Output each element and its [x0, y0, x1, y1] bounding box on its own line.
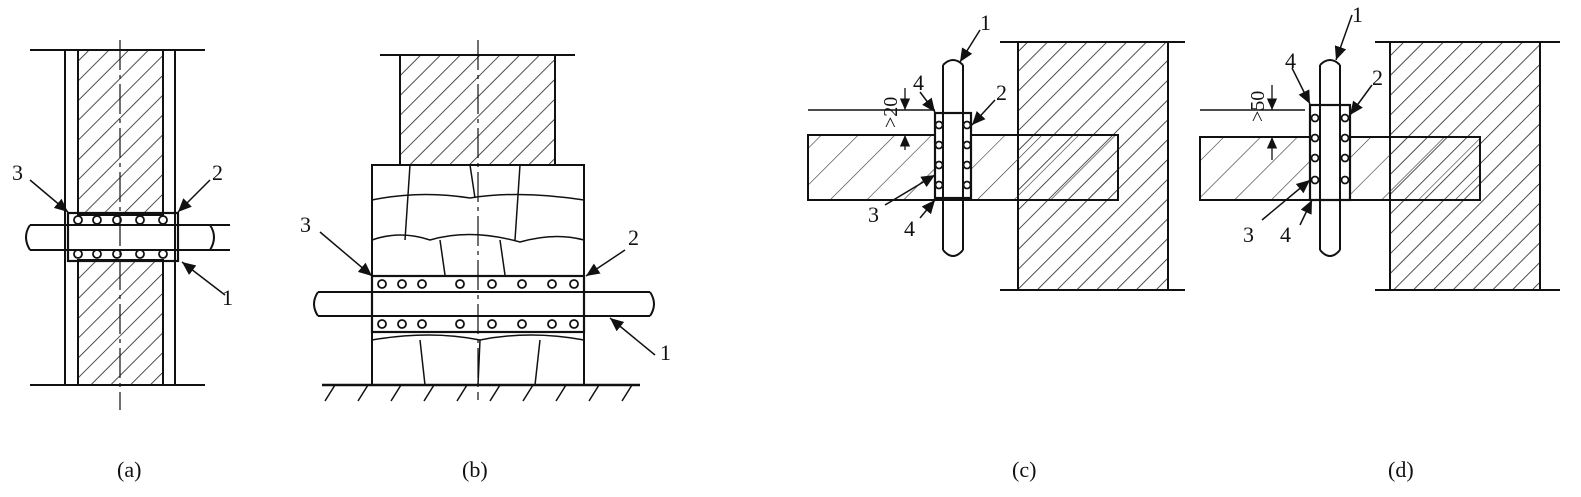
- panel-c-caption: (c): [1012, 457, 1036, 482]
- panel-b-drawing: [313, 40, 656, 402]
- panel-c-label-4-top: 4: [913, 70, 924, 95]
- panel-b-label-1: 1: [660, 340, 671, 365]
- panel-c-label-2: 2: [996, 80, 1007, 105]
- panel-a-label-2: 2: [212, 160, 223, 185]
- panel-d-label-1: 1: [1352, 2, 1363, 27]
- panel-a-label-1: 1: [222, 285, 233, 310]
- panel-a-drawing: [25, 40, 230, 410]
- panel-d-label-4-top: 4: [1285, 48, 1296, 73]
- panel-d-drawing: [1199, 14, 1560, 291]
- panel-d-caption: (d): [1388, 457, 1414, 482]
- panel-b-label-3: 3: [300, 212, 311, 237]
- panel-d-label-3: 3: [1243, 222, 1254, 247]
- panel-c-label-4-bottom: 4: [904, 216, 915, 241]
- panel-c-dimension: >20: [880, 97, 902, 128]
- panel-b-label-2: 2: [628, 225, 639, 250]
- panel-d-dimension: >50: [1247, 91, 1269, 122]
- panel-a-label-3: 3: [12, 160, 23, 185]
- panel-c-drawing: [807, 29, 1185, 291]
- panel-c-label-1: 1: [980, 10, 991, 35]
- panel-d-label-2: 2: [1372, 65, 1383, 90]
- panel-b-caption: (b): [462, 457, 488, 482]
- panel-d-label-4-bottom: 4: [1280, 222, 1291, 247]
- panel-a-caption: (a): [117, 457, 141, 482]
- panel-c-label-3: 3: [868, 202, 879, 227]
